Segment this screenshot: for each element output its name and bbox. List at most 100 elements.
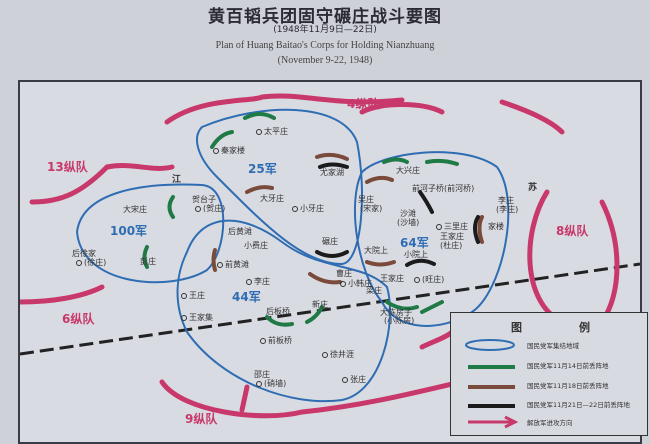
place-marker-icon [256, 128, 262, 135]
place-name: 前黄滩 [225, 260, 249, 269]
place-label: 小费庄 [244, 241, 268, 250]
arrow-8 [527, 189, 565, 325]
place-label: 彭庄 [140, 257, 156, 266]
place-name: 太平庄 [264, 127, 288, 136]
legend-label: 国民党军11月21日—22日前丢阵地 [527, 401, 630, 409]
place-label: 苏 [528, 183, 538, 193]
column-label: 9纵队 [185, 412, 218, 426]
place-marker-icon [217, 261, 223, 268]
place-label: (沙墙) [397, 218, 420, 227]
attack-arrow [239, 384, 250, 413]
legend-label: 解放军进攻方向 [527, 419, 573, 427]
lost-position-nov18 [477, 215, 484, 244]
place-name: 小牙庄 [300, 204, 324, 213]
lost-position-nov14 [385, 300, 419, 311]
place-label: 王家庄 [380, 274, 404, 283]
place-label: 张庄 [342, 375, 366, 384]
place-label: (李庄) [496, 205, 519, 214]
legend-label: 国民党军集结地域 [527, 342, 579, 350]
place-marker-icon [436, 223, 442, 230]
corps-label: 64军 [400, 236, 429, 250]
place-marker-icon [340, 280, 346, 287]
lost-position-nov14 [243, 112, 276, 120]
place-label: 王家集 [181, 313, 213, 322]
place-marker-icon [195, 205, 201, 212]
place-label: (小陈房) [384, 316, 415, 325]
place-label: 新庄 [312, 300, 328, 309]
corps-label: 44军 [232, 290, 261, 304]
column-label: 6纵队 [62, 312, 95, 326]
place-label: 三里庄 [436, 222, 468, 231]
place-label: (宋家) [360, 204, 383, 213]
place-marker-icon [292, 205, 298, 212]
lost-position-nov14 [265, 315, 294, 327]
lost-position-nov14 [305, 305, 324, 324]
lost-position-nov14 [425, 158, 459, 166]
legend-item: 国民党军11月21日—22日前丢阵地 [463, 396, 643, 412]
place-label: 曹庄 [336, 269, 352, 278]
place-marker-icon [246, 278, 252, 285]
place-marker-icon [181, 292, 187, 299]
place-label: 秦家楼 [213, 146, 245, 155]
place-marker-icon [260, 337, 266, 344]
place-label: 王家庄 [440, 232, 464, 241]
lost-position-nov18 [245, 185, 274, 194]
legend-title: 图 [511, 321, 522, 334]
place-name: 秦家楼 [221, 146, 245, 155]
lost-position-nov14 [142, 245, 149, 269]
arrow-4 [164, 93, 405, 125]
place-label: 王庄 [181, 291, 205, 300]
place-label: 太平庄 [256, 127, 288, 136]
lost-position-nov18 [211, 248, 217, 272]
place-name: 张庄 [350, 375, 366, 384]
place-label: 徐井涯 [322, 350, 354, 359]
place-label: 邵庄 [254, 370, 270, 379]
lost-position-nov21 [315, 250, 349, 258]
zone-25 [196, 108, 363, 266]
place-marker-icon [213, 147, 219, 154]
attack-arrow [499, 99, 565, 135]
place-name: (硝墙) [264, 379, 287, 388]
place-label: 沙滩 [400, 209, 416, 218]
legend-item: 国民党军11月14日前丢阵地 [463, 357, 643, 373]
place-marker-icon [256, 380, 262, 387]
place-label: 江 [172, 175, 182, 185]
lost-position-nov18 [365, 175, 394, 184]
place-name: (旺庄) [422, 275, 445, 284]
lost-position-nov18 [315, 152, 349, 161]
place-label: 前河子桥(前河桥) [412, 184, 475, 193]
column-label: 13纵队 [47, 160, 88, 174]
legend-item: 国民党军11月18日前丢阵地 [463, 377, 643, 393]
lost-position-nov21 [405, 258, 436, 267]
place-label: 前板桥 [260, 336, 292, 345]
place-label: (杜庄) [440, 241, 463, 250]
place-label: (徐庄) [76, 258, 106, 267]
place-marker-icon [181, 314, 187, 321]
lost-position-nov14 [382, 157, 409, 164]
zone-swatch [465, 339, 515, 351]
place-name: 前板桥 [268, 336, 292, 345]
arrow-6 [20, 284, 105, 305]
map-title-en: Plan of Huang Baitao's Corps for Holding… [215, 40, 435, 51]
place-label: 后黄滩 [228, 227, 252, 236]
place-label: 大宋庄 [123, 205, 147, 214]
corps-label: 100军 [110, 224, 148, 238]
map-graphics [20, 93, 640, 419]
place-label: 后板桥 [266, 307, 290, 316]
place-label: 贺台子 [192, 195, 216, 204]
attack-arrow [359, 102, 445, 115]
attack-arrow [599, 199, 620, 325]
lost-position-nov14 [420, 300, 444, 314]
lost-position-nov21 [473, 215, 480, 244]
place-label: 尤家湖 [320, 168, 344, 177]
place-name: (贺庄) [203, 204, 226, 213]
lost-position-nov14 [167, 195, 175, 219]
lost-position-nov14 [210, 130, 234, 149]
map-date-en: (November 9-22, 1948) [277, 55, 373, 66]
place-name: (徐庄) [84, 258, 107, 267]
place-label: 大院上 [364, 246, 388, 255]
place-name: 王庄 [189, 291, 205, 300]
arrow-swatch [468, 415, 519, 429]
place-marker-icon [342, 376, 348, 383]
place-label: 大陈房子 [380, 308, 412, 317]
